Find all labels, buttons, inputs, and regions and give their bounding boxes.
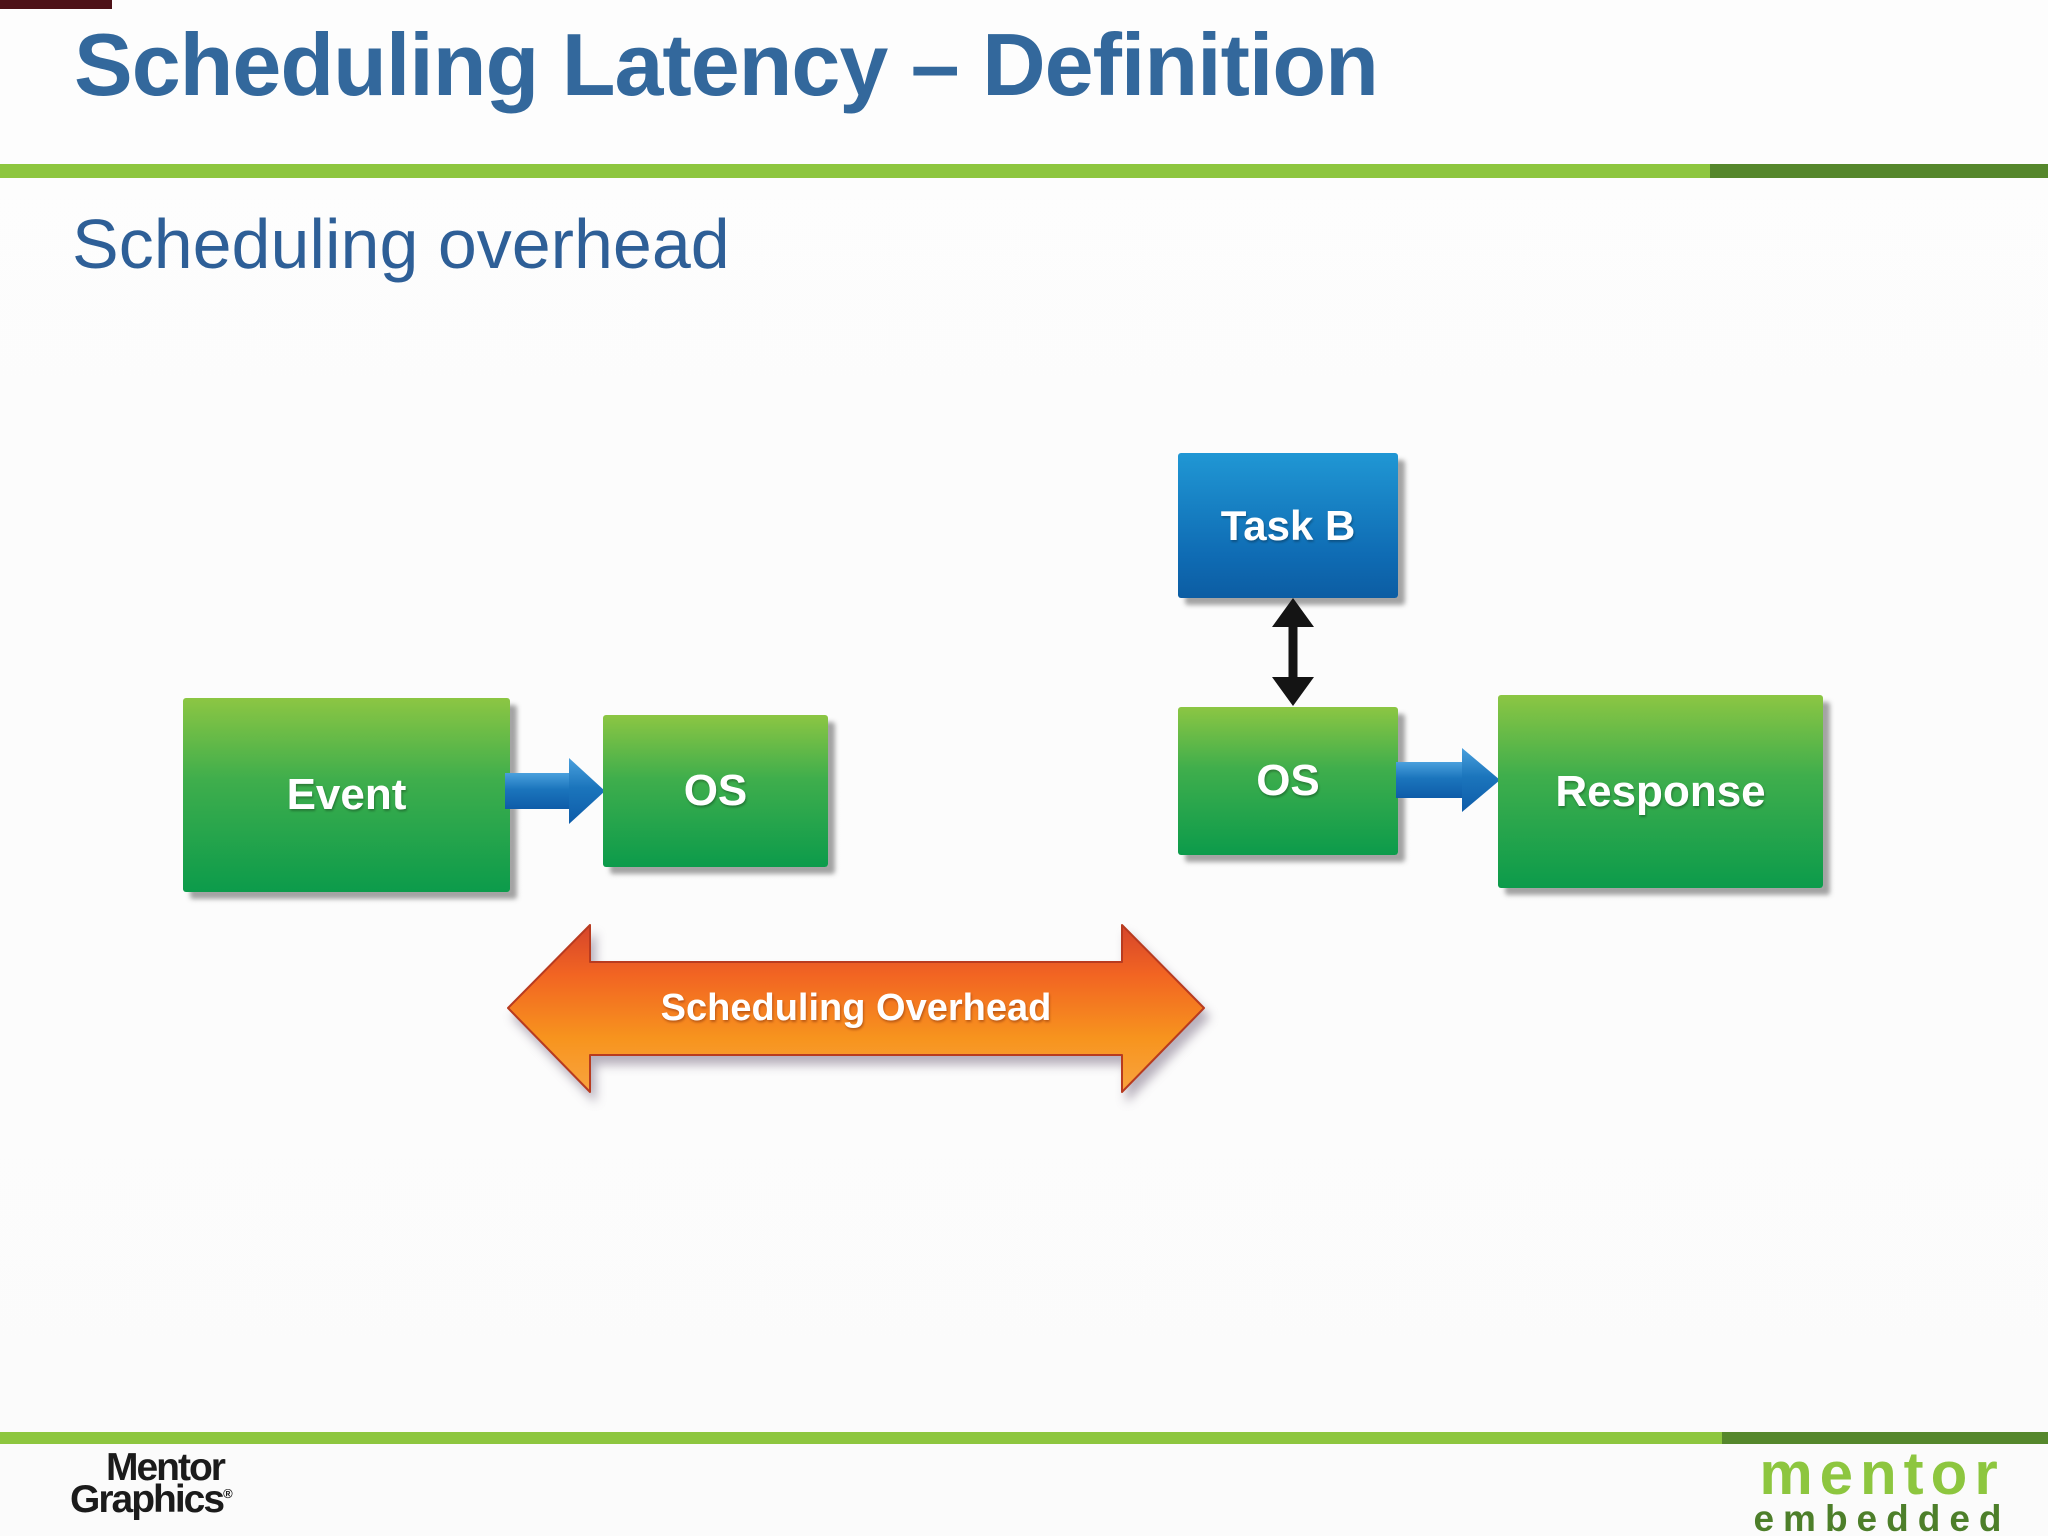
os-right-box: OS — [1178, 707, 1398, 855]
os-right-box-label: OS — [1256, 756, 1320, 805]
response-box-label: Response — [1555, 766, 1766, 816]
mentor-embedded-logo-line2: embedded — [1753, 1498, 2011, 1539]
mentor-graphics-logo-text: Graphics — [70, 1477, 225, 1521]
top-divider — [0, 164, 2048, 178]
top-divider-light-segment — [0, 164, 1710, 178]
mentor-graphics-logo-line1: Mentor — [106, 1446, 226, 1489]
mentor-graphics-logo: Mentor Graphics® — [70, 1446, 233, 1519]
os-left-box: OS — [603, 715, 828, 867]
sync-arrow-taskb-os-icon — [1272, 598, 1314, 706]
response-box: Response — [1498, 695, 1823, 888]
slide-title: Scheduling Latency – Definition — [74, 15, 1379, 114]
mentor-embedded-logo-line1: mentor — [1759, 1440, 2005, 1507]
flow-arrow-os-to-response-icon — [1396, 748, 1500, 812]
task-b-box: Task B — [1178, 453, 1398, 598]
registered-trademark-icon: ® — [223, 1485, 233, 1501]
top-left-artifact — [0, 0, 112, 9]
bottom-divider — [0, 1432, 2048, 1444]
top-divider-dark-segment — [1710, 164, 2048, 178]
mentor-graphics-logo-line2: Graphics® — [70, 1480, 233, 1519]
slide-subtitle: Scheduling overhead — [72, 205, 730, 283]
flow-arrow-event-to-os-icon — [505, 758, 605, 824]
scheduling-overhead-arrow-icon — [507, 924, 1205, 1093]
event-box: Event — [183, 698, 510, 892]
bottom-divider-dark-segment — [1722, 1432, 2048, 1444]
os-left-box-label: OS — [683, 766, 748, 815]
task-b-box-label: Task B — [1220, 501, 1356, 549]
bottom-divider-light-segment — [0, 1432, 1722, 1444]
mentor-embedded-logo: mentor embedded — [1742, 1440, 2022, 1539]
event-box-label: Event — [286, 770, 407, 819]
